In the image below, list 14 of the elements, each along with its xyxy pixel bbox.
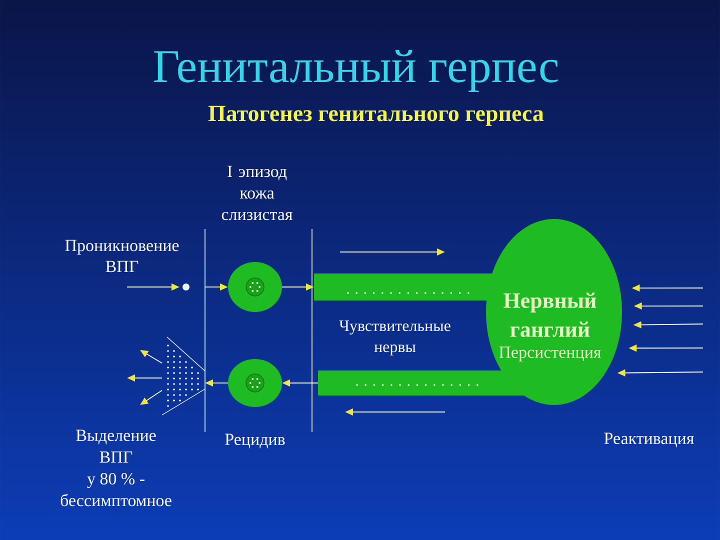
cell-circle (228, 262, 282, 312)
label: Рецидив (225, 434, 285, 448)
label: Реактивация (604, 432, 694, 448)
label: Чувствительные нервы (339, 320, 450, 356)
label: Проникновение ВПГ (65, 240, 179, 272)
dot (182, 284, 190, 290)
label: I эпизод кожа слизистая (222, 166, 292, 220)
cell-circle (228, 359, 282, 407)
dotted-triangle (162, 336, 206, 416)
title: Генитальный герпес (154, 50, 558, 92)
nerve-band (314, 274, 493, 300)
label: Выделение ВПГ у 80 % - бессимптомное (60, 430, 172, 506)
nerve-band (318, 370, 525, 396)
subtitle: Патогенез генитального герпеса (208, 106, 544, 126)
